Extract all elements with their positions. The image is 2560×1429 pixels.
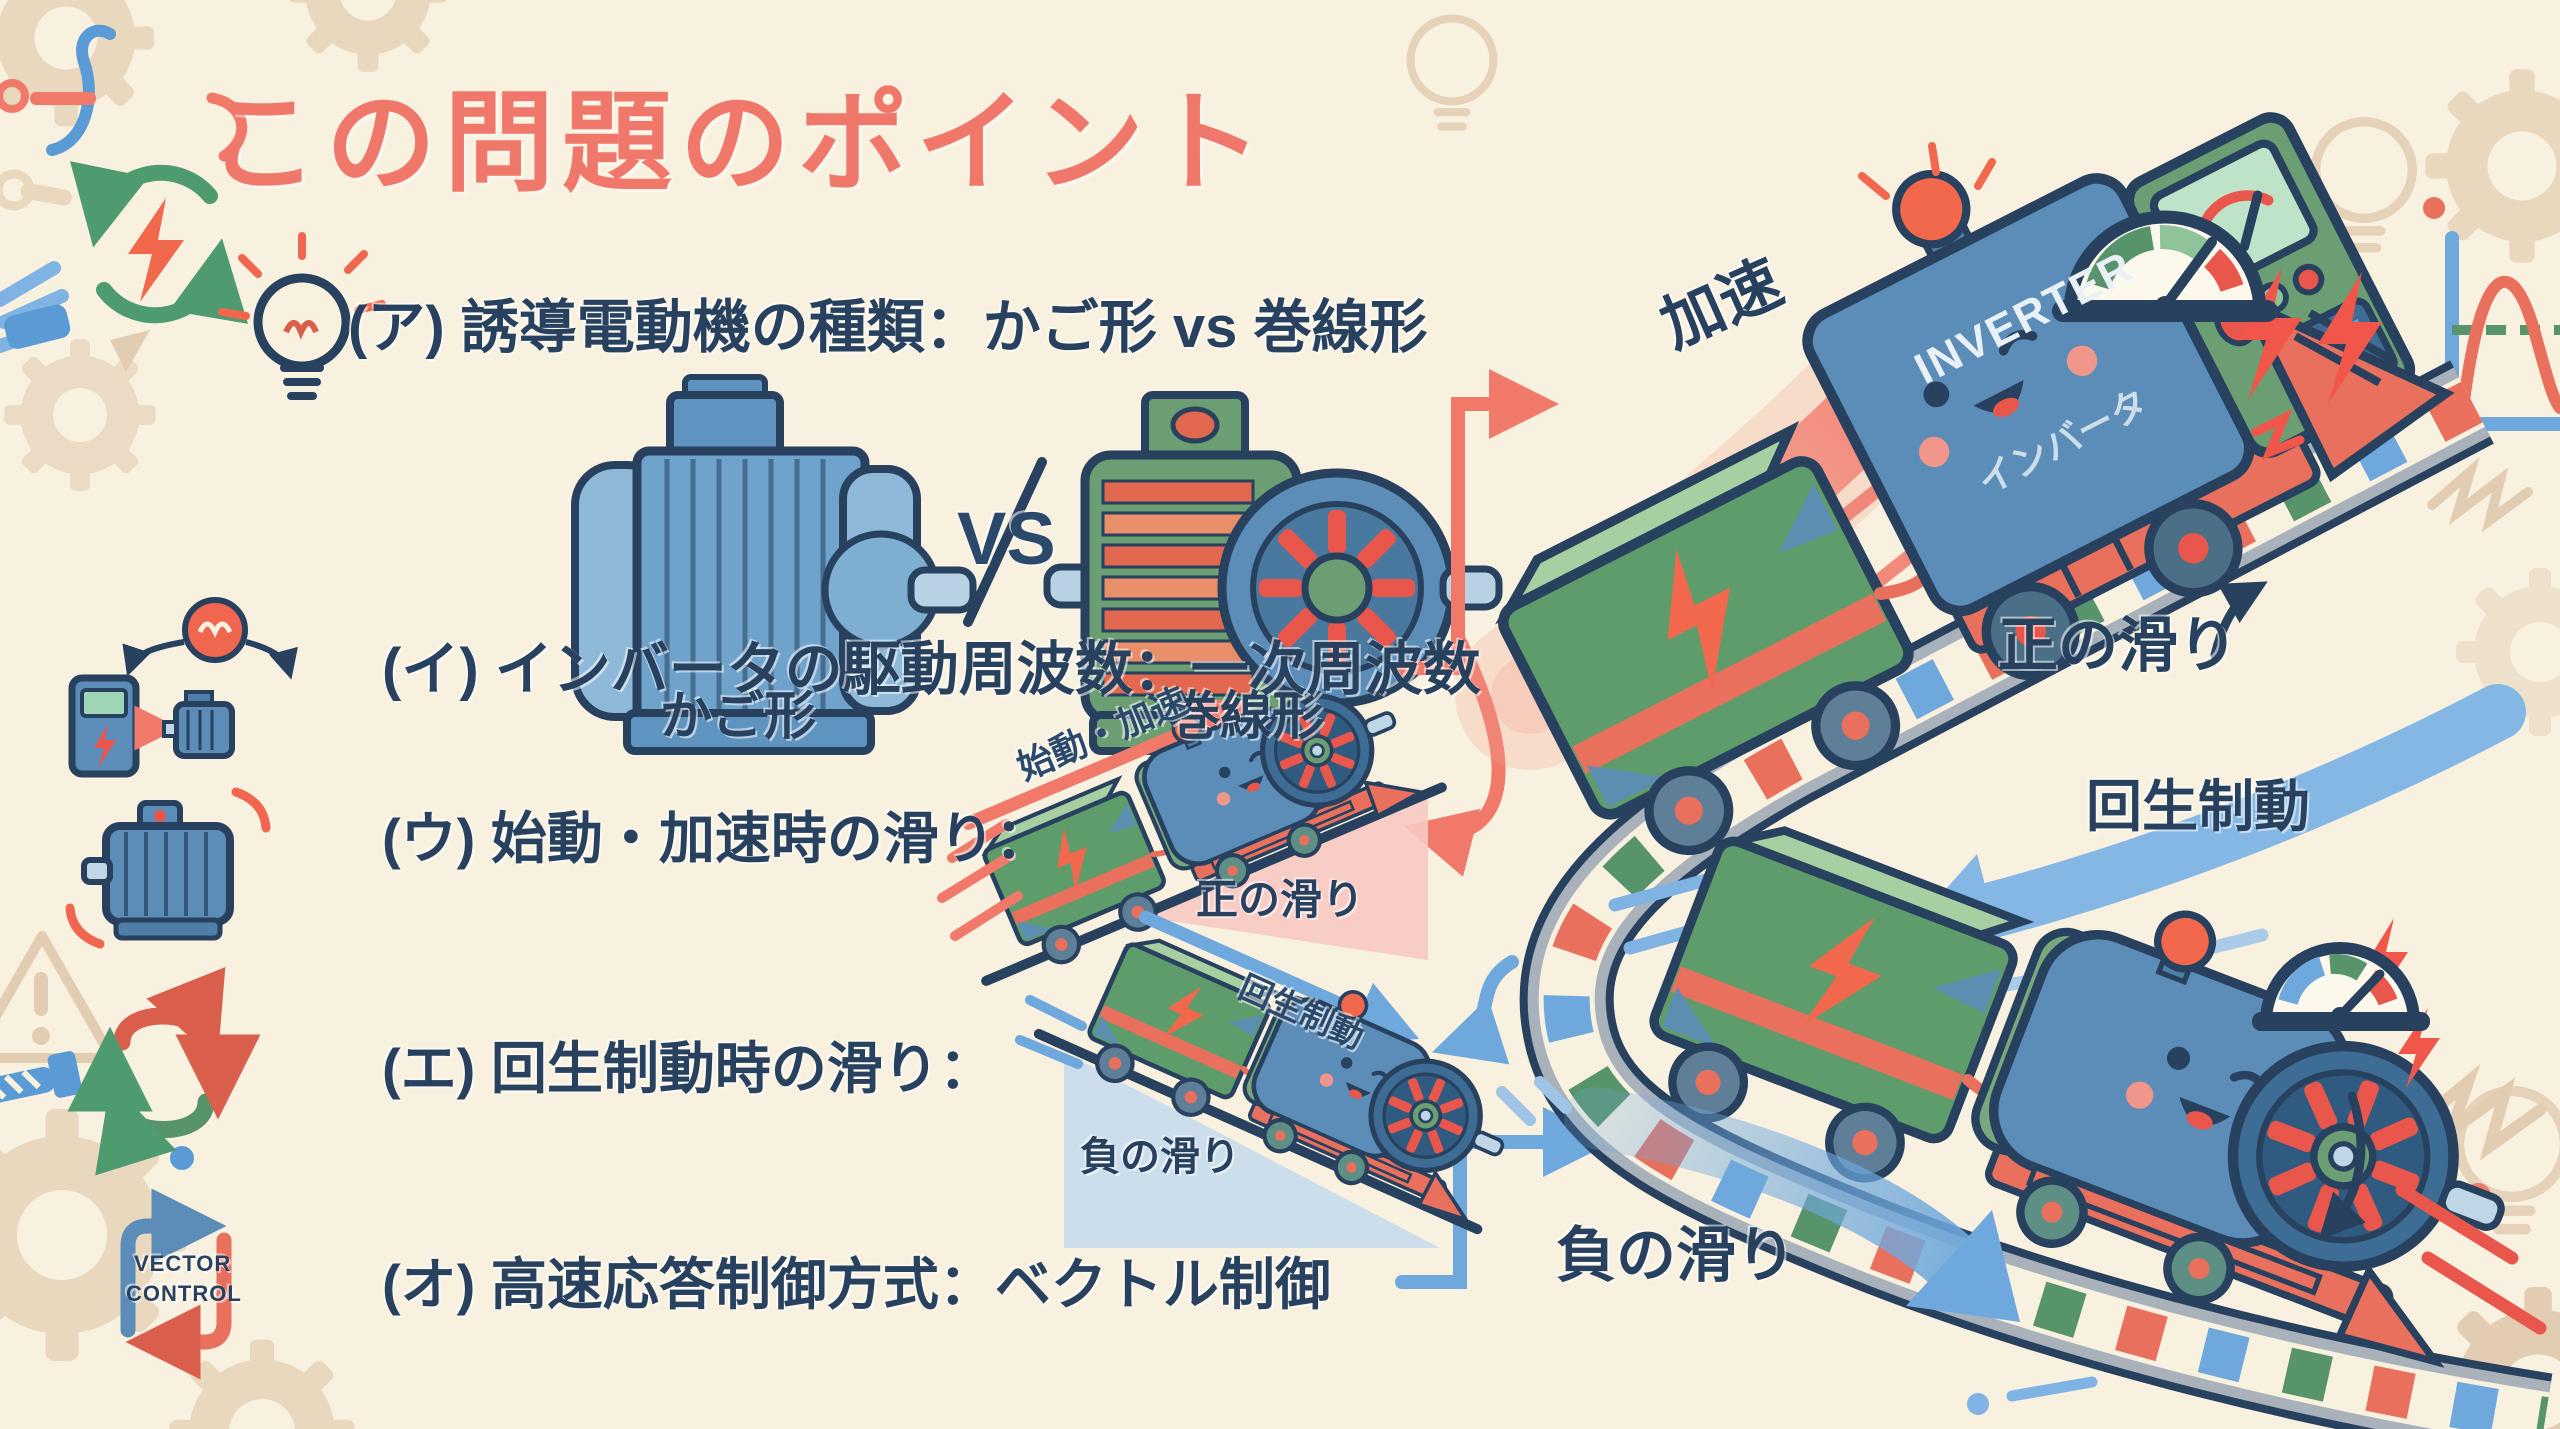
speedometer-gauge-top <box>2052 210 2278 322</box>
motor-icon <box>65 787 271 949</box>
page-title: この問題のポイント <box>208 82 1270 205</box>
arrow-doodle <box>110 330 150 372</box>
mini-accel-train <box>961 633 1447 986</box>
negative-slip-label: 負の滑り <box>1556 1222 1796 1289</box>
spark-accents-top <box>1858 142 2382 461</box>
bulb-doodle-icon <box>1411 19 1494 127</box>
blue-brush-doodle <box>0 261 71 353</box>
top-train <box>1407 112 2455 883</box>
lightning-bolt-icon <box>2238 268 2302 400</box>
wound-motor-label: 巻線形 <box>1168 688 1325 746</box>
positive-slip-pointer-arrow <box>2210 581 2268 660</box>
regen-cycle-icon <box>67 966 261 1176</box>
mini-positive-slip-label: 正の滑り <box>1196 876 1365 923</box>
point-a-label: (ア) 誘導電動機の種類：かご形 vs 巻線形 <box>348 295 1428 360</box>
vector-icon-line1: VECTOR <box>134 1251 232 1276</box>
speedometer-gauge-bottom <box>2252 942 2430 1240</box>
warning-triangle-doodle <box>0 931 117 1063</box>
connector-arrows <box>1395 369 1613 1289</box>
vector-control-icon <box>120 1188 232 1380</box>
mini-accel-speed-dashes <box>937 819 1023 941</box>
point-o-label: (オ) 高速応答制御方式：ベクトル制御 <box>382 1253 1331 1316</box>
cage-motor-label: かご形 <box>660 688 817 746</box>
negative-slip-arrow <box>1496 1076 2020 1322</box>
mini-regen-speed-dashes <box>1015 995 1087 1069</box>
cage-motor-illustration <box>571 374 977 755</box>
vs-label: VS <box>957 497 1056 580</box>
vector-icon-line2: CONTROL <box>126 1281 242 1306</box>
spark-accents-bottom <box>1967 918 2547 1415</box>
gauge-pointer-arrow <box>2318 1091 2366 1240</box>
point-e-label: (エ) 回生制動時の滑り： <box>382 1037 995 1100</box>
mini-negative-slip-label: 負の滑り <box>1080 1135 1240 1179</box>
regen-braking-label: 回生制動 <box>2086 775 2310 838</box>
integral-curve-doodle <box>46 24 116 156</box>
vs-slash <box>963 457 1047 627</box>
positive-slip-triangle <box>1138 793 1428 960</box>
point-u-label: (ウ) 始動・加速時の滑り： <box>382 807 1051 870</box>
lightning-bolt-icon <box>2318 272 2382 404</box>
lightning-bolt-icon <box>2398 1008 2440 1088</box>
recycle-energy-icon <box>70 161 248 324</box>
negative-slip-triangle <box>1064 1052 1440 1248</box>
point-i-label: (イ) インバータの駆動周波数：一次周波数 <box>382 637 1481 702</box>
positive-slip-label: 正の滑り <box>1998 612 2238 679</box>
mini-regen-train <box>1033 910 1545 1242</box>
lightbulb-icon <box>218 232 386 400</box>
inverter-drive-icon <box>68 597 298 778</box>
